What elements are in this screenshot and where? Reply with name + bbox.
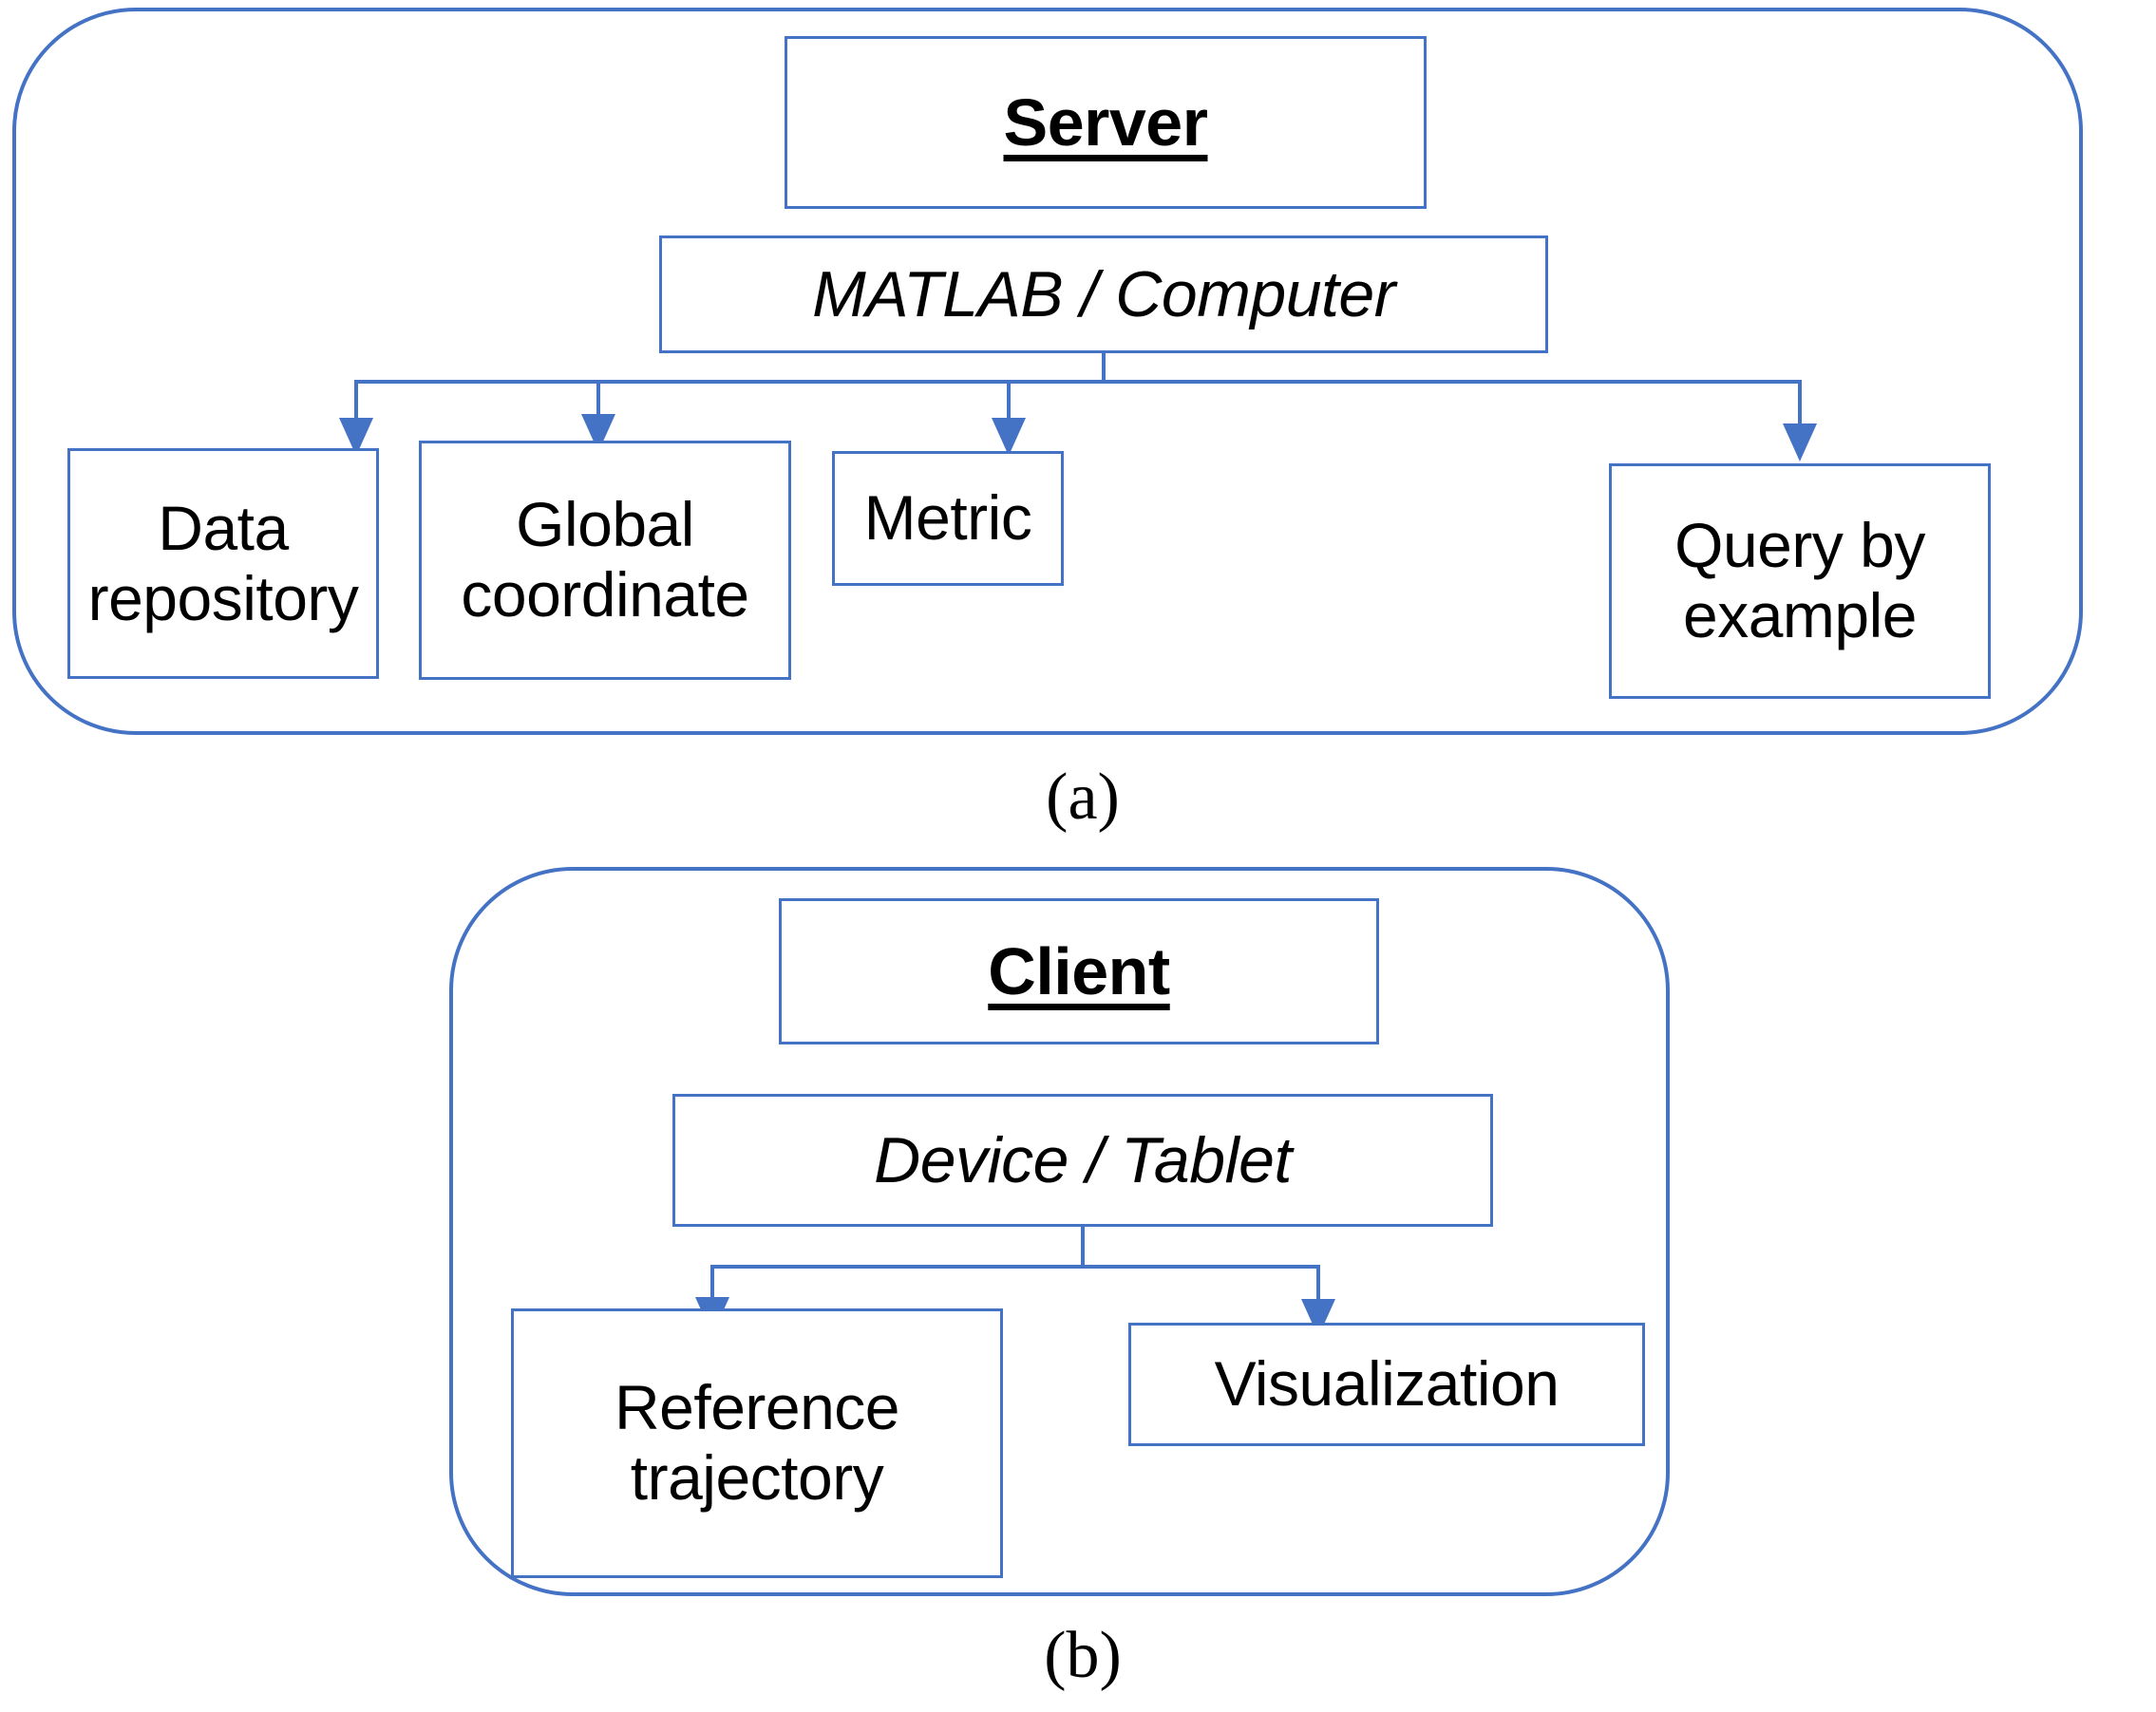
- connector-server-stem: [1102, 353, 1106, 384]
- node-client-label: Client: [988, 933, 1170, 1008]
- panel-caption-a: (a): [1046, 761, 1120, 834]
- node-query-by-example: Query by example: [1609, 463, 1991, 699]
- connector-server-bus: [354, 380, 1802, 384]
- client-group-container: [449, 867, 1670, 1596]
- connector-client-stem: [1081, 1227, 1085, 1267]
- connector-drop-data-repository: [354, 380, 358, 420]
- arrowhead-metric-icon: [992, 418, 1026, 456]
- node-data-repository: Data repository: [67, 448, 379, 679]
- node-device-tablet-label: Device / Tablet: [874, 1123, 1292, 1196]
- connector-drop-visualization: [1316, 1265, 1320, 1301]
- node-reference-trajectory-label: Reference trajectory: [614, 1372, 900, 1513]
- server-group-container: [12, 8, 2083, 735]
- node-reference-trajectory: Reference trajectory: [511, 1308, 1003, 1578]
- connector-drop-query-by-example: [1798, 380, 1802, 425]
- panel-caption-b: (b): [1044, 1619, 1122, 1692]
- node-client: Client: [779, 898, 1379, 1044]
- node-global-coordinate: Global coordinate: [419, 441, 791, 680]
- arrowhead-query-by-example-icon: [1783, 423, 1817, 461]
- node-server-label: Server: [1003, 85, 1208, 160]
- node-matlab-computer: MATLAB / Computer: [659, 235, 1548, 353]
- node-visualization-label: Visualization: [1214, 1348, 1560, 1420]
- node-metric: Metric: [832, 451, 1064, 586]
- node-data-repository-label: Data repository: [87, 492, 359, 633]
- node-metric-label: Metric: [863, 482, 1032, 554]
- connector-drop-global-coordinate: [596, 380, 600, 416]
- node-global-coordinate-label: Global coordinate: [461, 489, 749, 630]
- node-matlab-computer-label: MATLAB / Computer: [812, 257, 1395, 330]
- node-query-by-example-label: Query by example: [1674, 510, 1925, 650]
- node-device-tablet: Device / Tablet: [672, 1094, 1493, 1227]
- node-visualization: Visualization: [1128, 1323, 1645, 1446]
- connector-client-bus: [710, 1265, 1320, 1269]
- connector-drop-metric: [1007, 380, 1011, 420]
- node-server: Server: [785, 36, 1427, 209]
- connector-drop-reference-trajectory: [710, 1265, 714, 1299]
